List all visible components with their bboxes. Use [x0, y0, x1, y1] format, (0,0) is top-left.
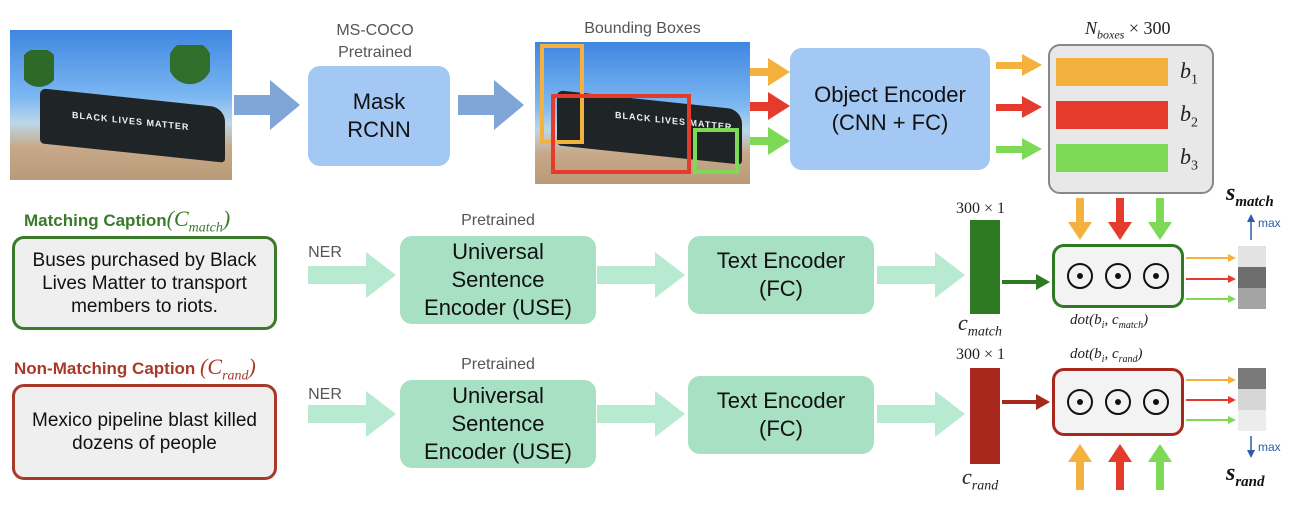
arrow-textenc-to-vec-rand [877, 391, 965, 437]
dot-label-rand: dot(bi, crand) [1070, 346, 1143, 365]
score-cell [1238, 410, 1266, 431]
caption-vector-match [970, 220, 1000, 314]
dot-operator-icon [1067, 263, 1093, 289]
dot-label-match: dot(bi, cmatch) [1070, 312, 1149, 331]
ner-label-rand: NER [308, 386, 342, 403]
arrow-up-red [1108, 444, 1132, 490]
matching-caption-box: Buses purchased by Black Lives Matter to… [12, 236, 277, 330]
ner-label-match: NER [308, 244, 342, 261]
dot-operator-icon [1143, 263, 1169, 289]
arrow-use-to-textenc-match [597, 252, 685, 298]
arrow-b2-down [1108, 198, 1132, 240]
b2-vector [1056, 101, 1168, 129]
dot-operator-icon [1067, 389, 1093, 415]
arrow-encoder-to-b2 [996, 96, 1042, 118]
nonmatching-caption-title: Non-Matching Caption (Crand) [14, 354, 256, 384]
score-label-rand: srand [1226, 460, 1265, 490]
text-encoder-box-match: Text Encoder (FC) [688, 236, 874, 314]
arrows-dot-to-score-match [1186, 254, 1236, 303]
bounding-boxes-label: Bounding Boxes [584, 20, 701, 37]
pretrained-label: MS-COCO Pretrained [336, 22, 414, 61]
arrow-b3-down [1148, 198, 1172, 240]
arrow-b1-down [1068, 198, 1092, 240]
arrow-green-box-to-encoder [740, 127, 790, 155]
max-arrow-up [1247, 214, 1255, 240]
dot-operator-icon [1105, 389, 1131, 415]
arrow-vec-to-dot-rand [1002, 394, 1050, 410]
score-cell [1238, 246, 1266, 267]
max-label-match: max [1258, 216, 1281, 230]
boxes-dim-label: Nboxes × 300 [1085, 18, 1171, 42]
score-cell [1238, 267, 1266, 288]
bbox-image: BLACK LIVES MATTER [535, 42, 750, 184]
score-label-match: smatch [1226, 180, 1274, 210]
arrow-image-to-rcnn [234, 80, 300, 130]
arrow-up-green [1148, 444, 1172, 490]
mask-rcnn-box: Mask RCNN [308, 66, 450, 166]
b2-label: b2 [1180, 101, 1198, 131]
caption-vector-label-rand: crand [962, 464, 999, 494]
arrow-vec-to-dot-match [1002, 274, 1050, 290]
vec-dim-label-match: 300 × 1 [956, 200, 1006, 217]
matching-caption-title: Matching Caption(Cmatch) [24, 206, 231, 236]
arrow-textenc-to-vec-match [877, 252, 965, 298]
b1-vector [1056, 58, 1168, 86]
bbox-red [551, 94, 691, 174]
arrow-encoder-to-b3 [996, 138, 1042, 160]
b3-vector [1056, 144, 1168, 172]
arrow-rcnn-to-boxes [458, 80, 524, 130]
score-cell [1238, 389, 1266, 410]
bbox-green [693, 128, 739, 174]
vec-dim-label-rand: 300 × 1 [956, 346, 1006, 363]
use-pretrained-label-rand: Pretrained [461, 356, 535, 373]
dot-product-box-rand [1052, 368, 1184, 436]
score-cell [1238, 288, 1266, 309]
dot-product-box-match [1052, 244, 1184, 308]
caption-vector-rand [970, 368, 1000, 464]
arrow-up-orange [1068, 444, 1092, 490]
max-label-rand: max [1258, 440, 1281, 454]
caption-vector-label-match: cmatch [958, 310, 1002, 340]
input-image: BLACK LIVES MATTER [10, 30, 232, 180]
max-arrow-down [1247, 436, 1255, 458]
nonmatching-caption-box: Mexico pipeline blast killed dozens of p… [12, 384, 277, 480]
use-box-match: Universal Sentence Encoder (USE) [400, 236, 596, 324]
text-encoder-box-rand: Text Encoder (FC) [688, 376, 874, 454]
b3-label: b3 [1180, 144, 1198, 174]
arrow-use-to-textenc-rand [597, 391, 685, 437]
use-box-rand: Universal Sentence Encoder (USE) [400, 380, 596, 468]
arrows-dot-to-score-rand [1186, 376, 1236, 424]
dot-operator-icon [1105, 263, 1131, 289]
arrow-caption-to-use-match [308, 252, 396, 298]
arrow-encoder-to-b1 [996, 54, 1042, 76]
dot-operator-icon [1143, 389, 1169, 415]
score-cell [1238, 368, 1266, 389]
use-pretrained-label-match: Pretrained [461, 212, 535, 229]
arrow-caption-to-use-rand [308, 391, 396, 437]
object-encoder-box: Object Encoder (CNN + FC) [790, 48, 990, 170]
b1-label: b1 [1180, 58, 1198, 88]
